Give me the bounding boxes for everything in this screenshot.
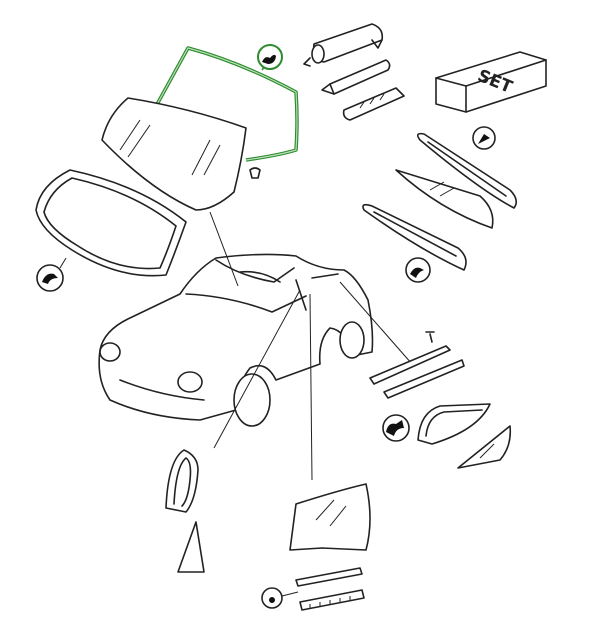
side-window-seal[interactable] xyxy=(165,449,199,513)
adhesive-cartridge[interactable] xyxy=(303,23,384,67)
headlight xyxy=(99,342,121,362)
lock-profile-icon xyxy=(261,587,299,609)
front-wheel xyxy=(233,373,271,427)
door-window-channel[interactable] xyxy=(295,567,365,611)
window-guide-rail[interactable] xyxy=(369,345,465,399)
quarter-vent-seal[interactable] xyxy=(382,403,491,445)
rear-wheel xyxy=(339,321,365,359)
side-fixed-glass[interactable] xyxy=(177,521,205,573)
set-box[interactable]: SET xyxy=(435,51,547,113)
quarter-window-seal-lower[interactable] xyxy=(362,203,467,283)
car-body xyxy=(98,253,374,427)
quarter-vent-glass[interactable] xyxy=(457,425,512,469)
windshield-seal-highlighted[interactable] xyxy=(153,44,299,162)
headlight xyxy=(177,371,203,393)
leader-lines xyxy=(209,211,413,481)
seal-profile-icon xyxy=(257,44,283,70)
windshield-glass[interactable] xyxy=(101,97,247,211)
applicator-tool[interactable] xyxy=(342,87,405,121)
clip-part xyxy=(249,167,261,179)
nozzle[interactable] xyxy=(321,59,391,95)
quarter-window-seal-upper[interactable] xyxy=(416,126,518,209)
door-screw[interactable] xyxy=(425,331,435,343)
rear-window[interactable] xyxy=(35,169,187,292)
quarter-window-glass[interactable] xyxy=(395,169,494,229)
door-window-glass[interactable] xyxy=(289,483,371,551)
